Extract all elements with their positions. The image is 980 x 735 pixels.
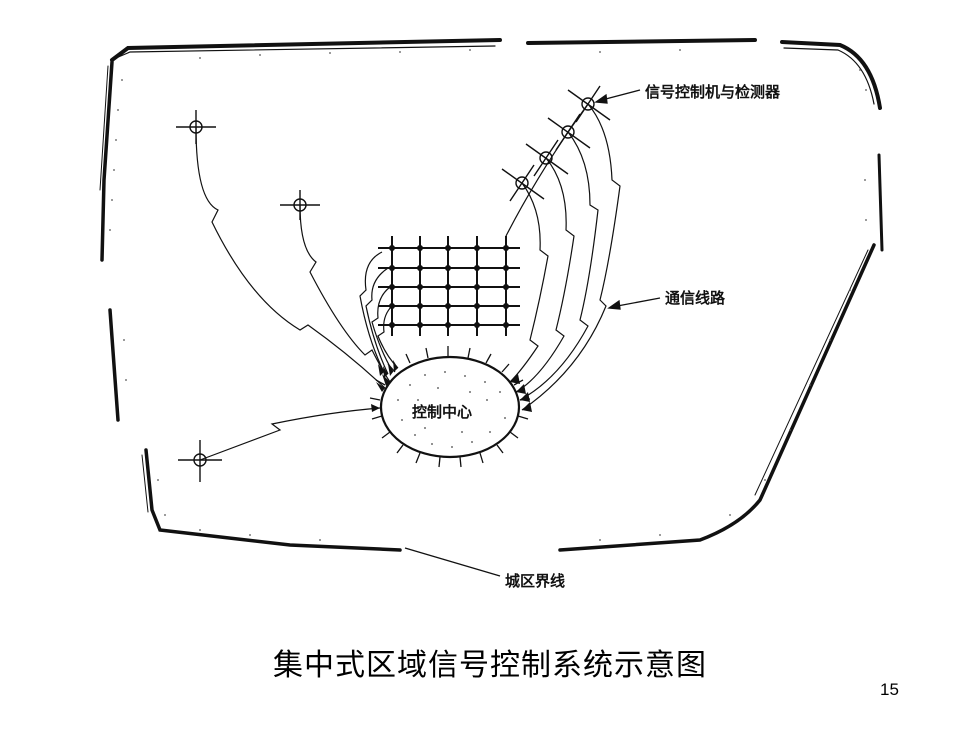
- grid-intersections: [389, 245, 509, 328]
- city-boundary: [99, 38, 884, 552]
- comm-lines: [195, 103, 621, 461]
- controller-node: [547, 113, 591, 151]
- controller-node: [567, 85, 611, 123]
- label-city-boundary: 城区界线: [505, 572, 565, 590]
- label-controller: 信号控制机与检测器: [645, 83, 781, 101]
- diagram: 信号控制机与检测器 通信线路 控制中心 城区界线: [99, 38, 884, 590]
- control-center: [369, 346, 531, 468]
- leader-lines: [404, 89, 661, 577]
- label-comm-line: 通信线路: [665, 289, 726, 307]
- controller-node: [176, 110, 216, 144]
- comm-arrows: [371, 360, 532, 412]
- page-number: 15: [880, 680, 899, 699]
- diagram-caption: 集中式区域信号控制系统示意图: [273, 648, 707, 683]
- controller-node: [525, 139, 569, 177]
- label-control-center: 控制中心: [412, 403, 472, 421]
- controller-node: [280, 190, 320, 220]
- controller-node: [501, 164, 545, 202]
- controller-node: [178, 440, 222, 482]
- signal-controllers: [176, 85, 611, 482]
- boundary-stipple: [109, 49, 867, 541]
